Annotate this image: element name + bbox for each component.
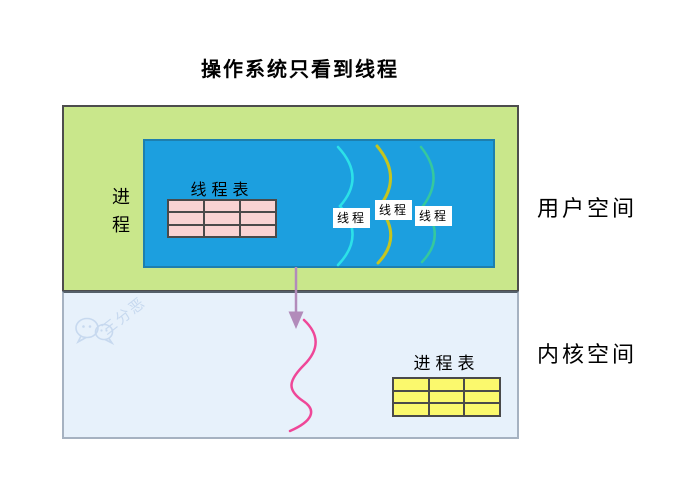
kernel-space-label: 内核空间: [537, 343, 638, 368]
table-cell: [429, 404, 464, 415]
page-title: 操作系统只看到线程: [201, 57, 399, 81]
table-cell: [205, 225, 239, 236]
user-space-label: 用户空间: [537, 197, 638, 222]
process-table-label: 进程表: [413, 354, 480, 374]
table-cell: [465, 379, 499, 390]
table-cell: [205, 201, 239, 212]
table-cell: [465, 391, 499, 403]
chat-bubbles-icon: [75, 317, 115, 346]
process-table: [392, 377, 501, 417]
table-cell: [169, 201, 203, 212]
table-cell: [241, 213, 275, 224]
table-cell: [394, 391, 428, 403]
table-cell: [241, 201, 275, 212]
thread-table-label: 线程表: [190, 180, 254, 199]
table-cell: [205, 213, 239, 224]
table-cell: [429, 379, 464, 390]
table-cell: [169, 225, 203, 236]
table-cell: [394, 404, 428, 415]
table-cell: [394, 379, 428, 390]
thread-label-2: 线程: [375, 200, 413, 220]
thread-table: [167, 199, 277, 238]
table-cell: [429, 391, 464, 403]
watermark: 三分恶: [70, 293, 160, 353]
table-cell: [169, 213, 203, 224]
watermark-text: 三分恶: [98, 293, 150, 339]
thread-label-3: 线程: [415, 206, 453, 226]
table-cell: [465, 404, 499, 415]
thread-label-1: 线程: [333, 208, 371, 228]
table-cell: [241, 225, 275, 236]
process-label: 进程: [112, 187, 130, 236]
